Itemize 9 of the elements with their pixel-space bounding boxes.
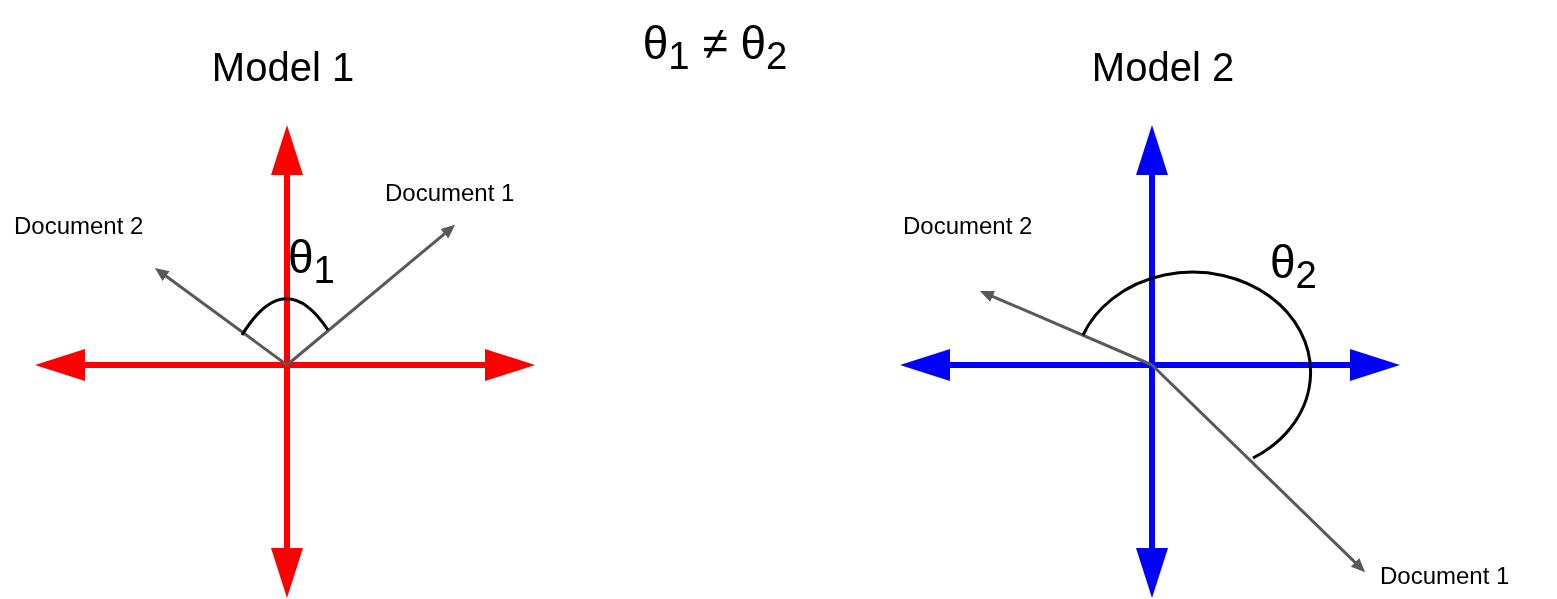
angle-label: θ$_{1}$: [288, 232, 335, 292]
title: θ$_{1}$ ≠ θ$_{2}$: [642, 18, 788, 78]
panel-title: Model 2: [1091, 45, 1235, 89]
vector-label: Document 2: [903, 213, 1033, 240]
panel-title: Model 1: [211, 45, 355, 89]
angle-label: θ$_{2}$: [1270, 237, 1317, 297]
vector-label: Document 1: [385, 180, 515, 207]
vector-label: Document 2: [14, 213, 144, 240]
vector-label: Document 1: [1380, 563, 1510, 590]
